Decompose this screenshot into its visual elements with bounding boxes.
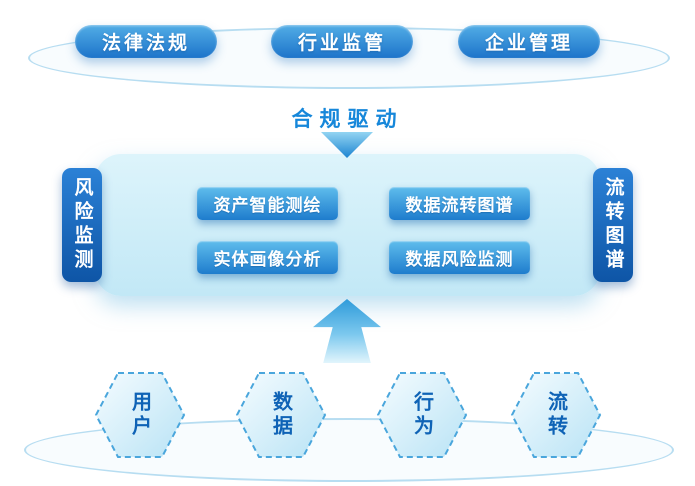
capability-data-flow-graph: 数据流转图谱: [389, 187, 530, 220]
hexagon-data-label: 数据: [269, 391, 292, 439]
pill-laws-regulations: 法律法规: [75, 25, 217, 58]
hexagon-shape: [94, 372, 186, 458]
hexagon-shape: [376, 372, 468, 458]
hexagon-shape: [235, 372, 327, 458]
flow-graph-side-label: 流转图谱: [593, 168, 633, 282]
capability-data-risk-monitoring: 数据风险监测: [389, 241, 530, 274]
hexagon-user: 用户: [94, 371, 186, 459]
hexagon-shape: [510, 372, 602, 458]
capability-panel: [95, 154, 600, 296]
hexagon-behavior: 行为: [376, 371, 468, 459]
hexagon-flow-label: 流转: [544, 391, 567, 439]
up-arrow-icon: [313, 299, 381, 363]
capability-entity-profile-analysis: 实体画像分析: [197, 241, 338, 274]
risk-monitoring-side-label: 风险监测: [62, 168, 102, 282]
hexagon-behavior-label: 行为: [410, 391, 433, 439]
compliance-driver-label: 合规驱动: [291, 108, 404, 131]
capability-asset-mapping: 资产智能测绘: [197, 187, 338, 220]
hexagon-user-label: 用户: [128, 391, 151, 439]
hexagon-data: 数据: [235, 371, 327, 459]
pill-industry-supervision: 行业监管: [271, 25, 413, 58]
hexagon-flow: 流转: [510, 371, 602, 459]
pill-enterprise-management: 企业管理: [458, 25, 600, 58]
